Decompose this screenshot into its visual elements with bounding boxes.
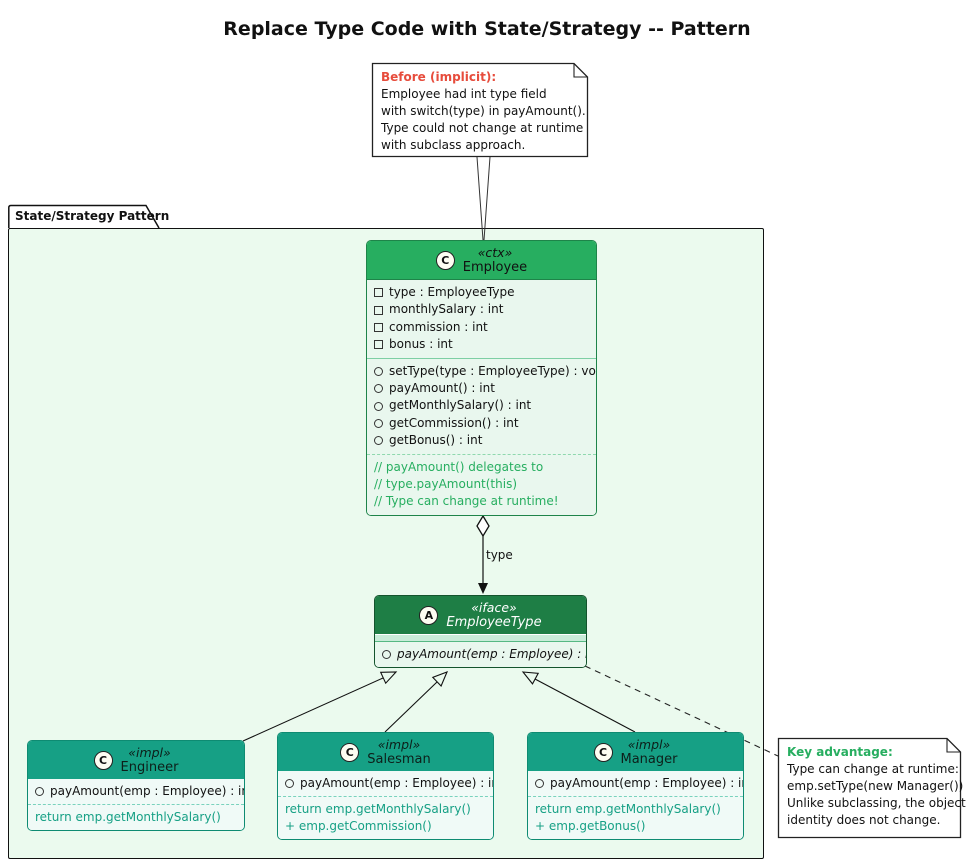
aggregation-role-label: type bbox=[486, 548, 513, 562]
package-label: State/Strategy Pattern bbox=[15, 209, 170, 223]
class-manager: C «impl» Manager payAmount(emp : Employe… bbox=[527, 732, 744, 841]
method-row: getMonthlySalary() : int bbox=[374, 397, 589, 414]
before-note-line: with subclass approach. bbox=[381, 138, 526, 152]
comment-line: // type.payAmount(this) bbox=[374, 477, 518, 492]
field-icon bbox=[374, 305, 383, 315]
salesman-code-section: return emp.getMonthlySalary() + emp.getC… bbox=[278, 796, 493, 840]
class-kind-badge: C bbox=[93, 751, 113, 770]
method-row: payAmount(emp : Employee) : int bbox=[35, 783, 244, 800]
employee-comments-section: // payAmount() delegates to // type.payA… bbox=[367, 453, 596, 515]
comment-line: // payAmount() delegates to bbox=[374, 459, 544, 474]
before-note-line: Employee had int type field bbox=[381, 87, 547, 101]
method-row: getCommission() : int bbox=[374, 415, 589, 432]
class-employee-type-header: A «iface» EmployeeType bbox=[375, 596, 586, 634]
key-note-heading: Key advantage: bbox=[787, 745, 893, 759]
class-salesman: C «impl» Salesman payAmount(emp : Employ… bbox=[277, 732, 494, 841]
before-note-line: with switch(type) in payAmount(). bbox=[381, 104, 586, 118]
before-note-line: Type could not change at runtime bbox=[381, 121, 584, 135]
method-row: payAmount(emp : Employee) : int bbox=[382, 646, 586, 663]
class-stereotype: «impl» bbox=[377, 737, 421, 752]
class-employee-header: C «ctx» Employee bbox=[367, 241, 596, 279]
field-row: commission : int bbox=[374, 319, 589, 336]
class-kind-badge: C bbox=[435, 251, 455, 270]
class-engineer: C «impl» Engineer payAmount(emp : Employ… bbox=[27, 740, 245, 832]
method-icon bbox=[285, 779, 294, 789]
before-note-heading: Before (implicit): bbox=[381, 70, 497, 84]
field-row: bonus : int bbox=[374, 336, 589, 353]
method-row: setType(type : EmployeeType) : void bbox=[374, 363, 596, 380]
field-row: monthlySalary : int bbox=[374, 301, 589, 318]
key-note-line: Unlike subclassing, the object bbox=[787, 796, 966, 810]
method-row: payAmount(emp : Employee) : int bbox=[285, 775, 493, 792]
key-advantage-note: Key advantage: Type can change at runtim… bbox=[778, 738, 966, 838]
class-name: EmployeeType bbox=[446, 615, 542, 630]
employee-type-methods-section: payAmount(emp : Employee) : int bbox=[375, 641, 586, 668]
comment-line: // Type can change at runtime! bbox=[374, 494, 559, 509]
employee-methods-section: setType(type : EmployeeType) : void payA… bbox=[367, 357, 596, 454]
salesman-methods-section: payAmount(emp : Employee) : int bbox=[278, 771, 493, 797]
method-icon bbox=[374, 366, 383, 376]
class-stereotype: «impl» bbox=[128, 745, 171, 760]
abstract-kind-badge: A bbox=[419, 606, 439, 625]
class-name: Salesman bbox=[367, 752, 431, 767]
engineer-code-section: return emp.getMonthlySalary() bbox=[28, 804, 244, 831]
method-icon bbox=[374, 384, 383, 394]
class-employee: C «ctx» Employee type : EmployeeType mon… bbox=[366, 240, 597, 516]
class-stereotype: «ctx» bbox=[477, 245, 513, 260]
key-note-line: Type can change at runtime: bbox=[787, 762, 959, 776]
code-line: return emp.getMonthlySalary() bbox=[35, 810, 221, 825]
class-manager-header: C «impl» Manager bbox=[528, 733, 743, 771]
code-line: return emp.getMonthlySalary() bbox=[535, 802, 721, 817]
field-icon bbox=[374, 340, 383, 350]
method-row: getBonus() : int bbox=[374, 432, 589, 449]
manager-code-section: return emp.getMonthlySalary() + emp.getB… bbox=[528, 796, 743, 840]
class-stereotype: «iface» bbox=[471, 600, 517, 615]
method-icon bbox=[374, 401, 383, 411]
method-row: payAmount(emp : Employee) : int bbox=[535, 775, 743, 792]
field-icon bbox=[374, 323, 383, 333]
class-stereotype: «impl» bbox=[627, 737, 671, 752]
field-row: type : EmployeeType bbox=[374, 284, 589, 301]
class-salesman-header: C «impl» Salesman bbox=[278, 733, 493, 771]
class-name: Manager bbox=[620, 752, 678, 767]
field-icon bbox=[374, 288, 383, 298]
class-name: Employee bbox=[462, 260, 528, 275]
diagram-title: Replace Type Code with State/Strategy --… bbox=[223, 18, 751, 40]
class-employee-type: A «iface» EmployeeType payAmount(emp : E… bbox=[374, 595, 587, 669]
method-icon bbox=[382, 650, 391, 660]
engineer-methods-section: payAmount(emp : Employee) : int bbox=[28, 779, 244, 805]
before-note: Before (implicit): Employee had int type… bbox=[372, 63, 588, 157]
class-kind-badge: C bbox=[593, 743, 613, 762]
method-icon bbox=[35, 787, 44, 797]
code-line: + emp.getBonus() bbox=[535, 819, 646, 834]
empty-fields-strip bbox=[375, 634, 586, 641]
method-icon bbox=[374, 436, 383, 446]
method-row: payAmount() : int bbox=[374, 380, 589, 397]
class-kind-badge: C bbox=[340, 743, 360, 762]
key-note-line: emp.setType(new Manager()) bbox=[787, 779, 964, 793]
manager-methods-section: payAmount(emp : Employee) : int bbox=[528, 771, 743, 797]
class-engineer-header: C «impl» Engineer bbox=[28, 741, 244, 779]
class-name: Engineer bbox=[120, 760, 179, 775]
code-line: + emp.getCommission() bbox=[285, 819, 432, 834]
code-line: return emp.getMonthlySalary() bbox=[285, 802, 471, 817]
key-note-line: identity does not change. bbox=[787, 813, 941, 827]
method-icon bbox=[535, 779, 544, 789]
method-icon bbox=[374, 419, 383, 429]
employee-fields-section: type : EmployeeType monthlySalary : int … bbox=[367, 279, 596, 358]
